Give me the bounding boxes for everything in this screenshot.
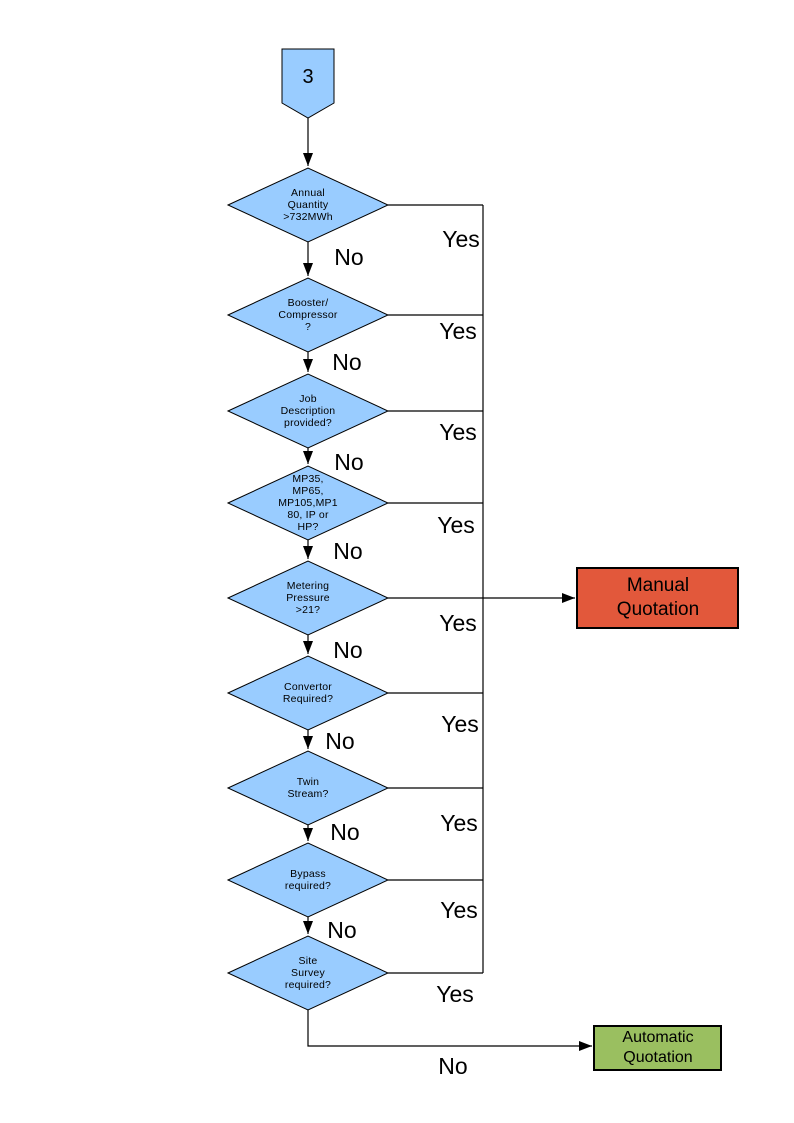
automatic-quotation-box: [593, 1025, 722, 1071]
automatic-quotation-arrow: [307, 1010, 592, 1051]
decision-diamond-site-survey: [226, 935, 390, 1011]
decision-diamond-meter-type: [226, 465, 390, 541]
decision-diamond-job-description: [226, 373, 390, 449]
decision-diamond-bypass: [226, 842, 390, 918]
decision-diamond-metering-pressure: [226, 560, 390, 636]
decision-diamond-twin-stream: [226, 750, 390, 826]
off-page-connector-shape: [281, 48, 335, 119]
decision-diamond-annual-quantity: [226, 167, 390, 243]
decision-diamond-booster-compressor: [226, 277, 390, 353]
manual-quotation-box: [576, 567, 739, 629]
decision-diamond-convertor: [226, 655, 390, 731]
